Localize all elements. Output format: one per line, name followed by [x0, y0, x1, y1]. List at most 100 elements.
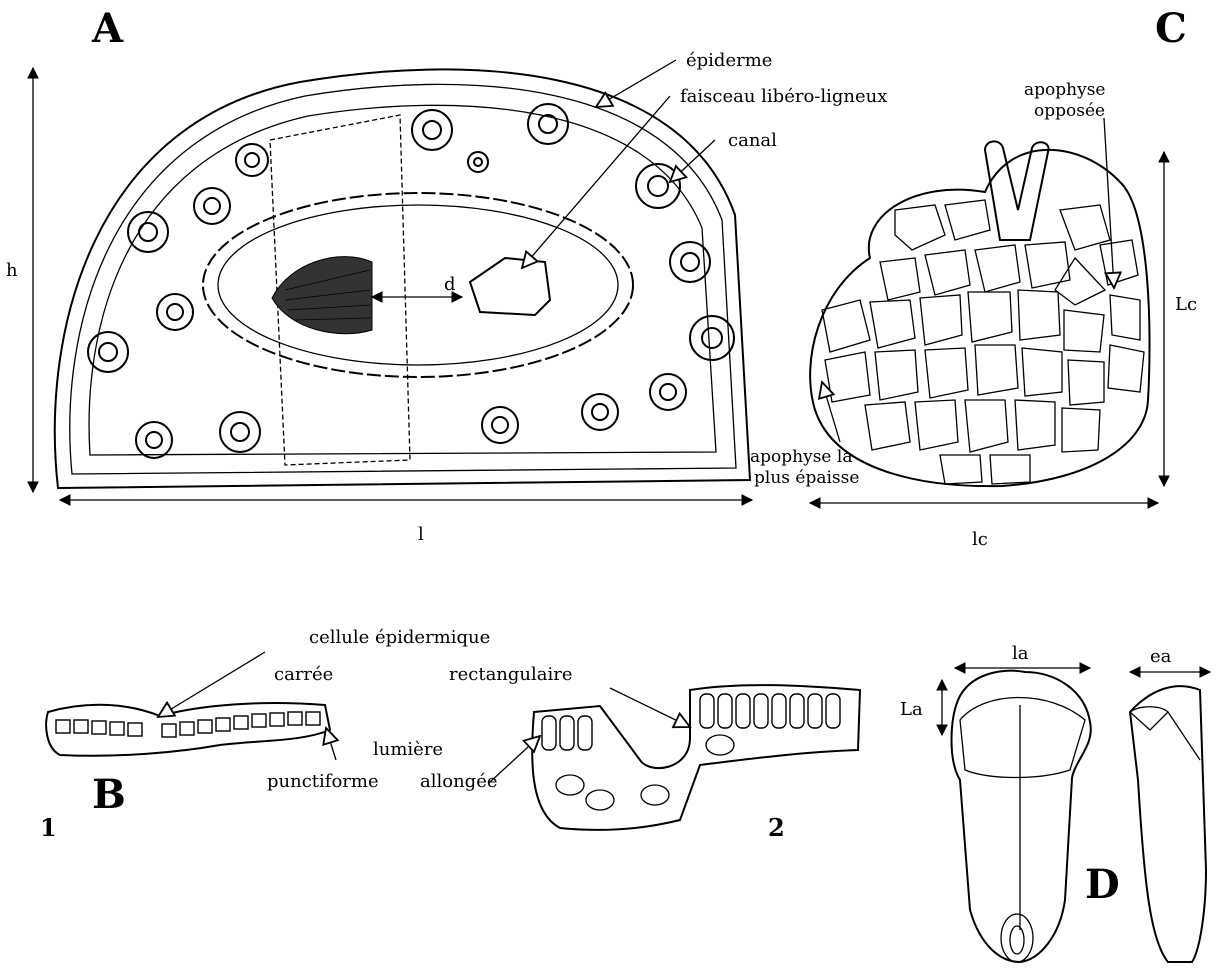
canal [474, 158, 482, 166]
cell-square [180, 722, 194, 735]
scale [1018, 290, 1060, 340]
scale [1064, 310, 1104, 352]
hypoderm-line [89, 105, 716, 455]
canal [146, 432, 162, 448]
needle-front-cap [960, 698, 1085, 778]
label-lc: lc [972, 529, 988, 550]
scale [1022, 348, 1062, 396]
cell-rect [542, 716, 556, 750]
cone-scales [822, 200, 1144, 484]
label-cellule: cellule épidermique [309, 627, 490, 648]
label-lumiere: lumière [373, 739, 443, 760]
canal [539, 115, 557, 133]
canal [648, 176, 668, 196]
panel-d: D la La ea [900, 643, 1210, 962]
cell-round [586, 790, 614, 810]
cell-rect [808, 694, 822, 728]
canal [423, 121, 441, 139]
scale [1025, 242, 1070, 288]
canal [650, 374, 686, 410]
canal [220, 412, 260, 452]
label-Lc: Lc [1175, 294, 1197, 315]
canal [157, 294, 193, 330]
label-apophyse-epaisse-1: apophyse la [750, 447, 852, 467]
cell-square [56, 720, 70, 733]
panel-label-a: A [91, 5, 124, 52]
label-apophyse-epaisse-2: plus épaisse [754, 468, 859, 488]
needle-side-outline [1130, 686, 1206, 962]
label-l: l [418, 524, 424, 545]
scale [945, 200, 990, 240]
cell-square [198, 720, 212, 733]
panel-label-c: C [1155, 5, 1187, 52]
scale [1110, 295, 1140, 340]
canal [99, 343, 117, 361]
cell-rect [736, 694, 750, 728]
canal [492, 417, 508, 433]
cell-rect [718, 694, 732, 728]
needle-front-outline [952, 671, 1091, 962]
cell-square [74, 720, 88, 733]
panel-label-d: D [1085, 861, 1120, 908]
canal [412, 110, 452, 150]
canal [592, 404, 608, 420]
vascular-bundle [470, 258, 550, 315]
needle-side-line [1168, 712, 1200, 760]
scale [1068, 360, 1104, 405]
canal [582, 394, 618, 430]
label-allongee: allongée [420, 771, 498, 792]
arrow-apophyse-epaisse [822, 382, 840, 442]
cell-square [162, 724, 176, 737]
canal [690, 316, 734, 360]
cell-rect [826, 694, 840, 728]
canal [528, 104, 568, 144]
scale [975, 245, 1020, 292]
cell-square [92, 721, 106, 734]
canal [194, 188, 230, 224]
scale [990, 455, 1030, 484]
cell-round [706, 735, 734, 755]
label-carree: carrée [274, 664, 333, 685]
label-apophyse-opposee-2: opposée [1034, 101, 1105, 121]
cell-rect [772, 694, 786, 728]
needle-front-base-inner [1010, 926, 1024, 954]
scale [965, 400, 1008, 452]
canal [236, 144, 268, 176]
scale [925, 348, 968, 398]
resin-canals [88, 104, 734, 458]
needle-side-tip [1130, 707, 1168, 730]
label-h: h [6, 260, 18, 281]
scale [825, 352, 870, 402]
label-punctiforme: punctiforme [267, 771, 379, 792]
cell-square [234, 716, 248, 729]
scale [865, 402, 910, 450]
label-d: d [444, 274, 456, 295]
scale [822, 300, 870, 352]
cell-square [270, 713, 284, 726]
cell-rect [754, 694, 768, 728]
endodermis-ring [203, 193, 633, 377]
needle-front-base [1001, 914, 1033, 962]
scale [1060, 205, 1110, 250]
scale [870, 300, 915, 348]
label-epiderme: épiderme [686, 50, 772, 71]
canal [636, 164, 680, 208]
cell-square [288, 712, 302, 725]
canal [482, 407, 518, 443]
label-canal: canal [728, 130, 777, 151]
scale [1015, 400, 1055, 450]
leaf-outline-outer [55, 69, 750, 488]
scale [875, 350, 918, 400]
label-faisceau: faisceau libéro-ligneux [680, 86, 887, 107]
canal [88, 332, 128, 372]
canal [204, 198, 220, 214]
xylem-cluster [272, 257, 372, 334]
label-la: la [1012, 643, 1029, 664]
canal [167, 304, 183, 320]
arrow-apophyse-opposee [1104, 118, 1114, 288]
scale [1100, 240, 1138, 285]
cell-rect [560, 716, 574, 750]
epidermis-sample-2: 2 [532, 685, 860, 842]
canal [139, 223, 157, 241]
canal [702, 328, 722, 348]
